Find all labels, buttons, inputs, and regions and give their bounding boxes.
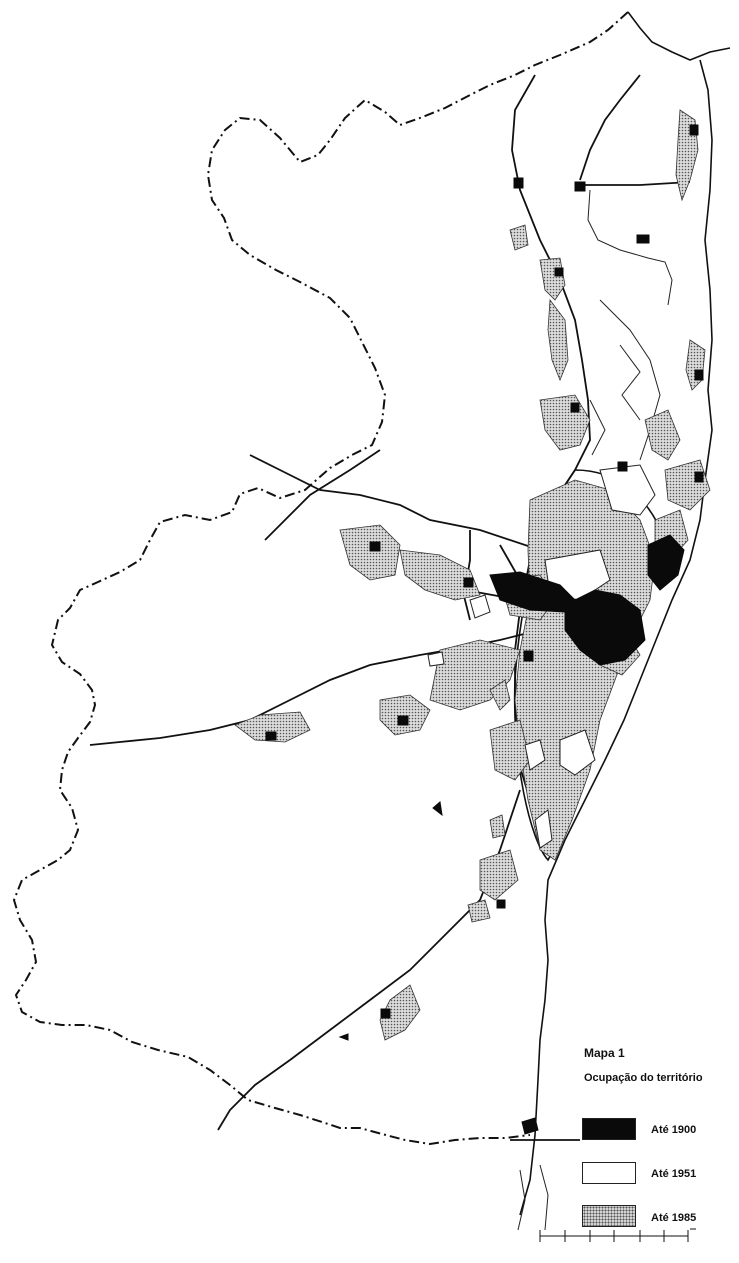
river-lines [517, 189, 673, 1231]
map-title: Mapa 1 [584, 1046, 625, 1060]
map-subtitle: Ocupação do território [584, 1072, 703, 1084]
legend-swatch-1900 [582, 1118, 636, 1140]
legend-swatch-1985 [582, 1205, 636, 1227]
coastline [519, 11, 731, 1216]
legend-label-1900: Até 1900 [651, 1124, 697, 1136]
scale-bar [539, 1228, 696, 1242]
legend-swatch-1951 [582, 1162, 636, 1184]
occupation-1900-zones [265, 124, 704, 1135]
occupation-1985-zones [234, 109, 711, 1041]
legend-label-1951: Até 1951 [651, 1168, 697, 1180]
legend-label-1985: Até 1985 [651, 1212, 697, 1224]
occupation-1951-zones [427, 464, 656, 849]
municipal-boundary [12, 11, 629, 1146]
